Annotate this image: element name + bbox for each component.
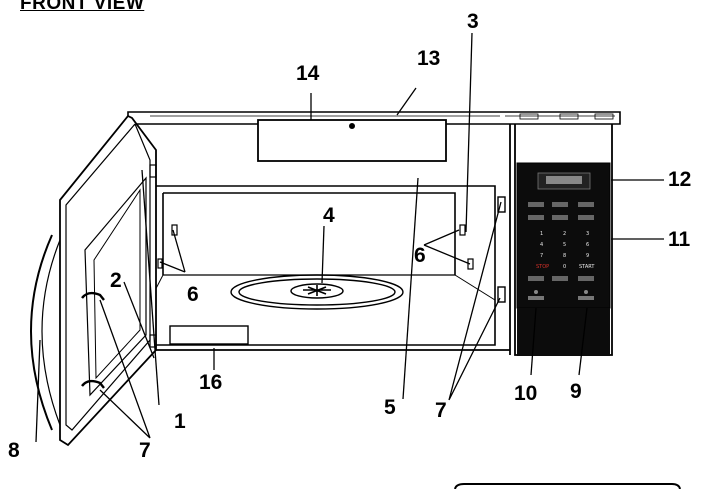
callout-1: 1 [174,410,186,433]
callout-4: 4 [323,204,335,227]
key-2[interactable]: 2 [563,231,566,237]
vent-button[interactable] [528,296,544,300]
stop-key[interactable]: STOP [536,264,549,270]
callout-6-right: 6 [414,244,426,267]
key-0[interactable]: 0 [563,264,566,270]
door [30,114,157,447]
diagram-title: FRONT VIEW [20,0,145,14]
callout-11: 11 [668,228,691,251]
light-cover [257,119,447,162]
turntable [230,274,404,310]
callout-12: 12 [668,168,692,191]
callout-14: 14 [296,62,320,85]
callout-8: 8 [8,439,20,462]
keypad: 1 2 3 4 5 6 7 8 9 0 STOP START [528,202,595,300]
key-5[interactable]: 5 [563,242,566,248]
callout-5: 5 [384,396,396,419]
callout-13: 13 [417,47,441,70]
callout-10: 10 [514,382,538,405]
callout-2: 2 [110,269,122,292]
callout-9: 9 [570,380,582,403]
callout-3: 3 [467,10,479,33]
callout-16: 16 [199,371,223,394]
control-panel: 1 2 3 4 5 6 7 8 9 0 STOP START [516,162,611,356]
callout-6-left: 6 [187,283,199,306]
callout-7-bottom: 7 [139,439,151,462]
light-button[interactable] [578,296,594,300]
key-8[interactable]: 8 [563,253,566,259]
key-7[interactable]: 7 [540,253,543,259]
key-3[interactable]: 3 [586,231,589,237]
key-6[interactable]: 6 [586,242,589,248]
oven-cavity [149,185,506,346]
vent-fan-icon [534,290,538,294]
rating-label [169,325,249,345]
key-1[interactable]: 1 [540,231,543,237]
bottom-edge [454,483,681,489]
leader-lines [35,32,664,443]
key-4[interactable]: 4 [540,242,543,248]
key-9[interactable]: 9 [586,253,589,259]
start-key[interactable]: START [579,264,595,270]
light-icon [584,290,588,294]
callout-7-right: 7 [435,399,447,422]
